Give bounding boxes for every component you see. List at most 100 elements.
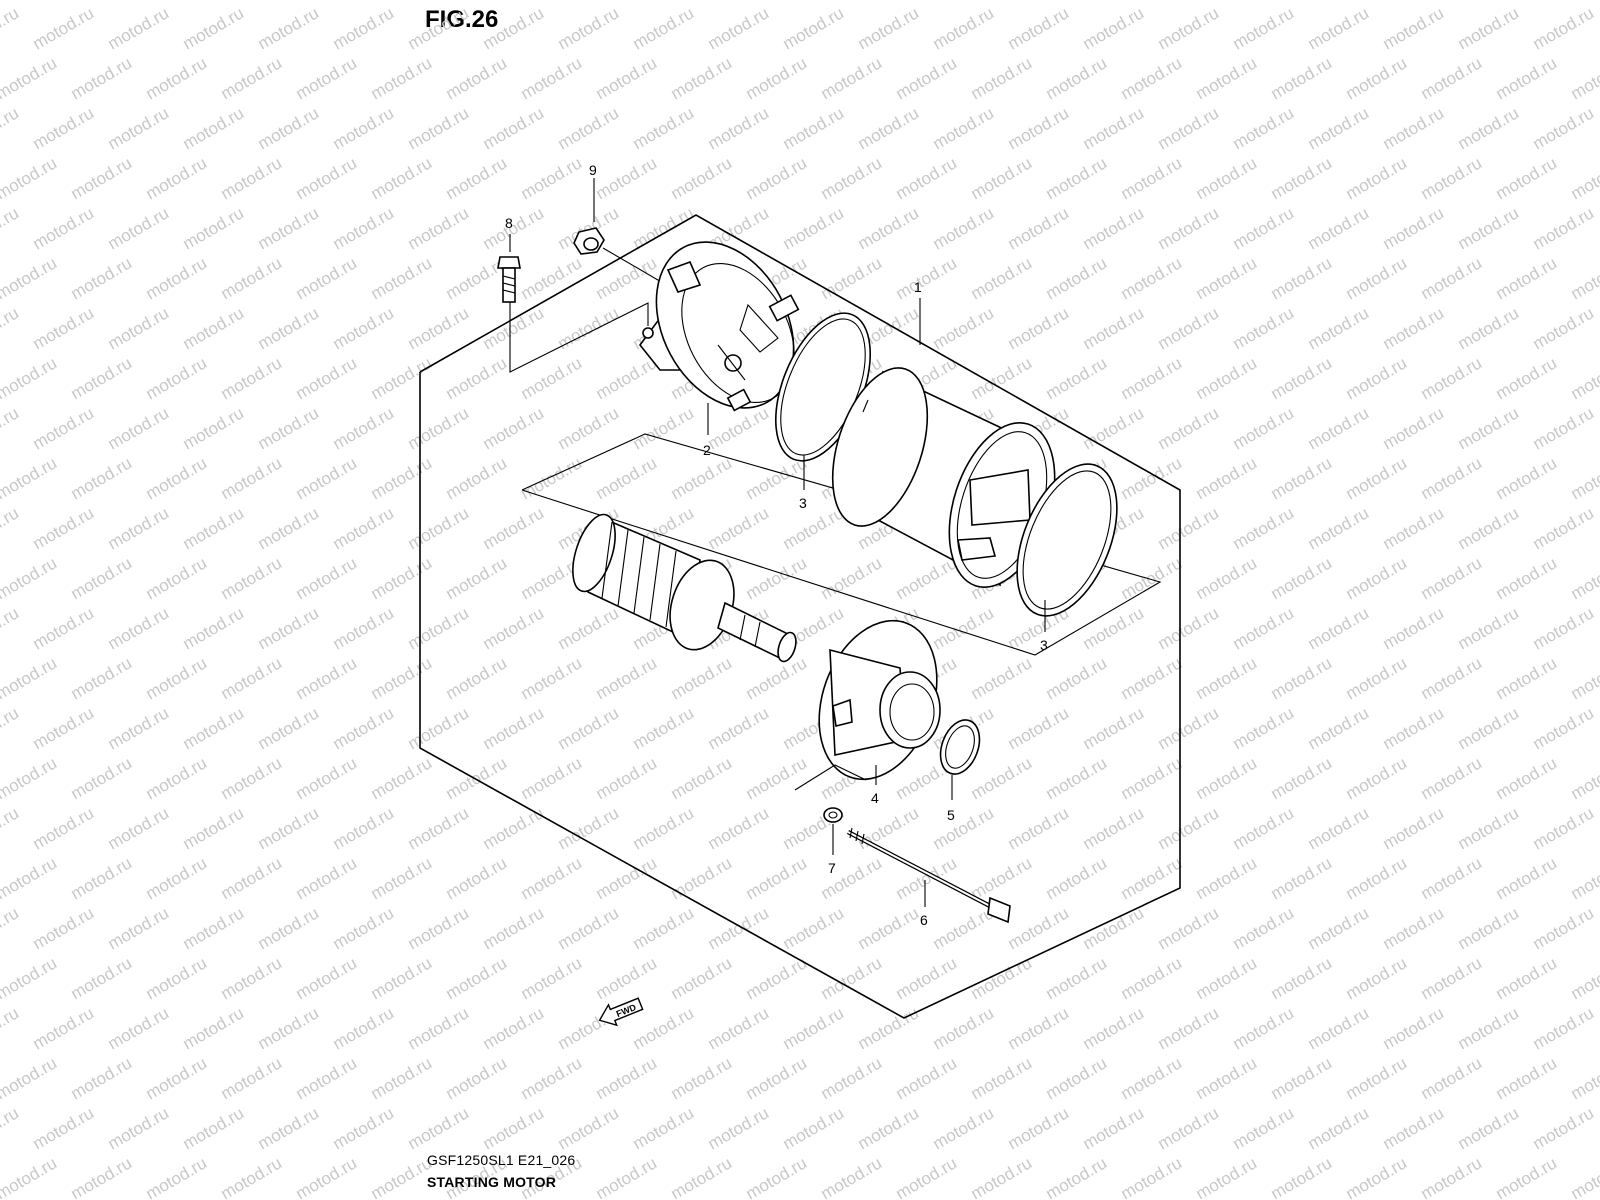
watermark-text: motod.ru	[705, 403, 773, 453]
watermark-text: motod.ru	[30, 703, 98, 753]
watermark-text: motod.ru	[1043, 353, 1111, 403]
watermark-text: motod.ru	[1005, 3, 1073, 53]
watermark-text: motod.ru	[180, 903, 248, 953]
watermark-text: motod.ru	[1493, 953, 1561, 1003]
watermark-text: motod.ru	[1343, 1053, 1411, 1103]
watermark-text: motod.ru	[180, 1003, 248, 1053]
watermark-text: motod.ru	[368, 53, 436, 103]
watermark-text: motod.ru	[1268, 953, 1336, 1003]
watermark-text: motod.ru	[893, 553, 961, 603]
watermark-text: motod.ru	[1418, 253, 1486, 303]
watermark-text: motod.ru	[293, 53, 361, 103]
watermark-text: motod.ru	[1080, 1103, 1148, 1153]
watermark-text: motod.ru	[0, 1003, 22, 1053]
cover-leader-line	[794, 764, 867, 791]
callout-9: 9	[589, 162, 597, 178]
watermark-text: motod.ru	[705, 103, 773, 153]
callout-3-lower: 3	[1040, 637, 1048, 653]
watermark-text: motod.ru	[593, 0, 661, 3]
subassembly-outline	[521, 433, 1162, 656]
watermark-text: motod.ru	[593, 53, 661, 103]
watermark-text: motod.ru	[1230, 403, 1298, 453]
watermark-text: motod.ru	[368, 653, 436, 703]
watermark-text: motod.ru	[1043, 853, 1111, 903]
watermark-text: motod.ru	[1530, 1003, 1598, 1053]
watermark-text: motod.ru	[0, 803, 22, 853]
watermark-text: motod.ru	[30, 303, 98, 353]
watermark-text: motod.ru	[818, 0, 886, 3]
watermark-text: motod.ru	[368, 153, 436, 203]
watermark-text: motod.ru	[1305, 903, 1373, 953]
watermark-text: motod.ru	[368, 353, 436, 403]
watermark-text: motod.ru	[1380, 403, 1448, 453]
watermark-text: motod.ru	[855, 1103, 923, 1153]
watermark-text: motod.ru	[443, 453, 511, 503]
watermark-text: motod.ru	[105, 803, 173, 853]
watermark-text: motod.ru	[855, 803, 923, 853]
watermark-text: motod.ru	[293, 153, 361, 203]
watermark-text: motod.ru	[480, 303, 548, 353]
watermark-text: motod.ru	[443, 53, 511, 103]
watermark-text: motod.ru	[105, 403, 173, 453]
watermark-text: motod.ru	[1155, 203, 1223, 253]
watermark-text: motod.ru	[30, 3, 98, 53]
watermark-text: motod.ru	[1530, 503, 1598, 553]
watermark-text: motod.ru	[893, 53, 961, 103]
watermark-text: motod.ru	[330, 303, 398, 353]
watermark-text: motod.ru	[218, 1153, 286, 1200]
watermark-text: motod.ru	[1268, 0, 1336, 3]
watermark-text: motod.ru	[1493, 653, 1561, 703]
watermark-text: motod.ru	[143, 53, 211, 103]
watermark-text: motod.ru	[68, 753, 136, 803]
watermark-text: motod.ru	[443, 353, 511, 403]
brush-holder-part-2	[638, 241, 800, 412]
watermark-text: motod.ru	[1418, 753, 1486, 803]
washer-part-7-hole	[828, 811, 838, 819]
watermark-text: motod.ru	[1568, 53, 1600, 103]
watermark-text: motod.ru	[1455, 603, 1523, 653]
watermark-text: motod.ru	[255, 1003, 323, 1053]
watermark-text: motod.ru	[1155, 903, 1223, 953]
watermark-text: motod.ru	[668, 53, 736, 103]
nut-part-9	[573, 227, 605, 255]
watermark-text: motod.ru	[930, 303, 998, 353]
watermark-text: motod.ru	[1568, 353, 1600, 403]
watermark-text: motod.ru	[1268, 653, 1336, 703]
watermark-text: motod.ru	[368, 1053, 436, 1103]
watermark-text: motod.ru	[705, 803, 773, 853]
watermark-text: motod.ru	[1230, 703, 1298, 753]
watermark-text: motod.ru	[743, 0, 811, 3]
watermark-text: motod.ru	[555, 1103, 623, 1153]
watermark-text: motod.ru	[1305, 1003, 1373, 1053]
o-ring-part-5	[939, 719, 981, 775]
watermark-text: motod.ru	[1118, 0, 1186, 3]
watermark-text: motod.ru	[1530, 303, 1598, 353]
watermark-text: motod.ru	[593, 453, 661, 503]
watermark-text: motod.ru	[1080, 603, 1148, 653]
watermark-text: motod.ru	[1005, 903, 1073, 953]
callout-3-upper: 3	[799, 495, 807, 511]
watermark-text: motod.ru	[255, 703, 323, 753]
watermark-text: motod.ru	[593, 153, 661, 203]
watermark-text: motod.ru	[1155, 803, 1223, 853]
watermark-text: motod.ru	[818, 53, 886, 103]
watermark-text: motod.ru	[180, 603, 248, 653]
watermark-text: motod.ru	[968, 153, 1036, 203]
watermark-text: motod.ru	[1080, 903, 1148, 953]
watermark-text: motod.ru	[218, 153, 286, 203]
watermark-text: motod.ru	[1305, 303, 1373, 353]
watermark-text: motod.ru	[1380, 803, 1448, 853]
watermark-text: motod.ru	[143, 553, 211, 603]
watermark-text: motod.ru	[443, 553, 511, 603]
watermark-text: motod.ru	[1155, 1003, 1223, 1053]
watermark-text: motod.ru	[443, 753, 511, 803]
watermark-text: motod.ru	[1568, 153, 1600, 203]
watermark-text: motod.ru	[1155, 103, 1223, 153]
watermark-text: motod.ru	[1568, 553, 1600, 603]
watermark-text: motod.ru	[368, 853, 436, 903]
watermark-text: motod.ru	[1568, 1153, 1600, 1200]
watermark-text: motod.ru	[293, 453, 361, 503]
watermark-text: motod.ru	[1193, 0, 1261, 3]
diagram-name: STARTING MOTOR	[427, 1174, 557, 1190]
watermark-text: motod.ru	[1155, 303, 1223, 353]
